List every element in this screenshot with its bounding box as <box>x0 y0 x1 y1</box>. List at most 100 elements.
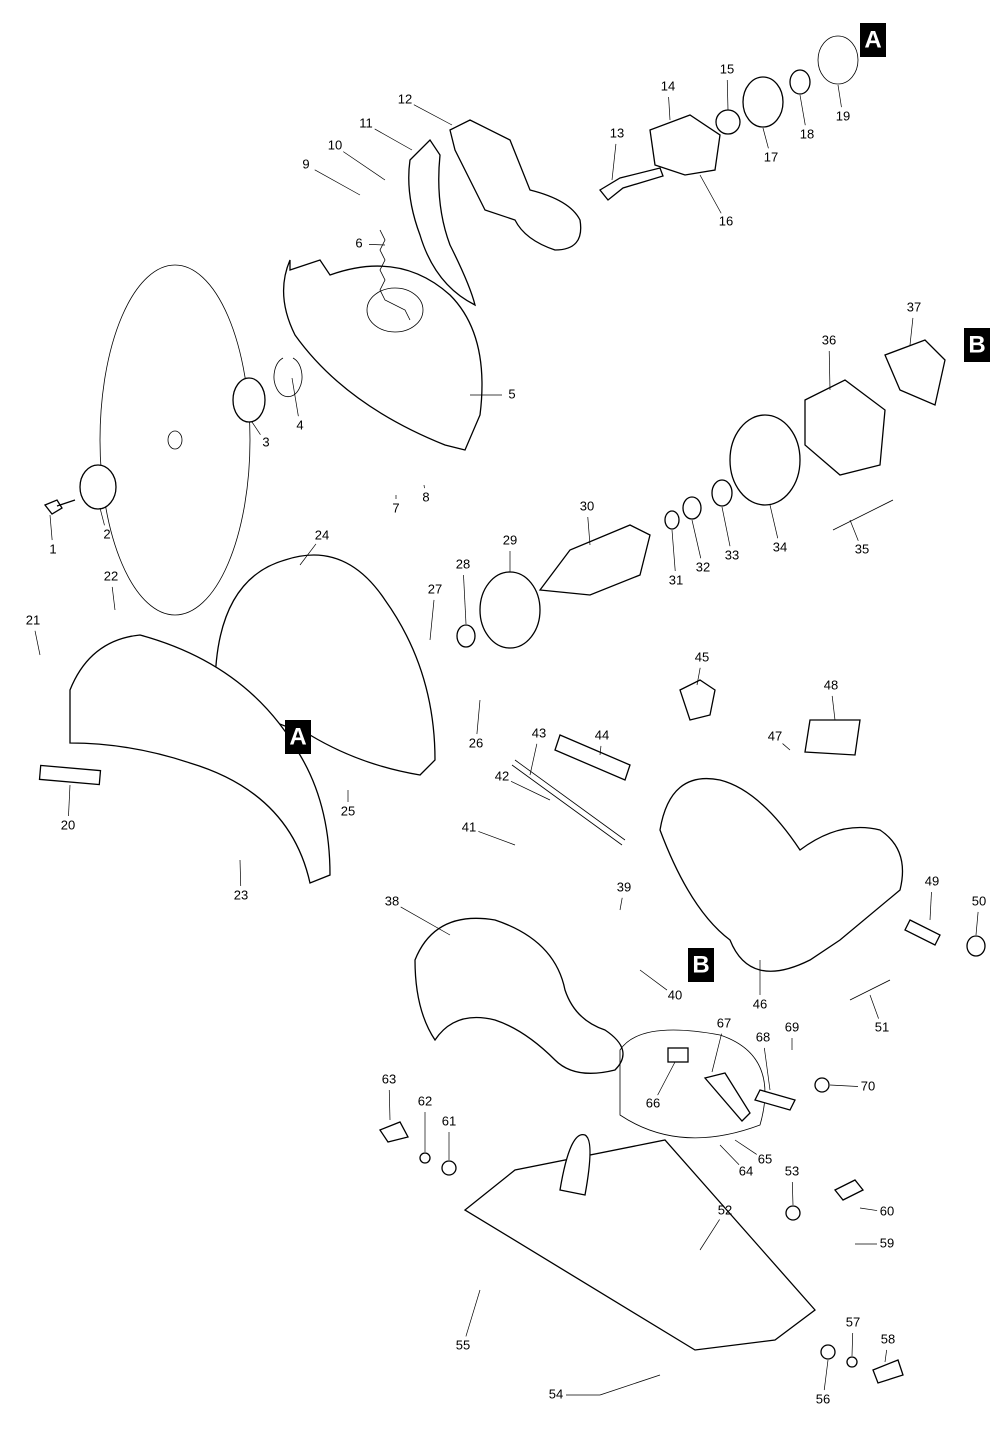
leader-line-31 <box>671 529 676 572</box>
part-label-25: 25 <box>341 803 355 818</box>
cover-hub <box>366 287 424 333</box>
bearing-33 <box>711 479 733 507</box>
leader-line-17 <box>762 127 769 149</box>
part-label-66: 66 <box>646 1095 660 1110</box>
part-label-10: 10 <box>328 137 342 152</box>
link-plate <box>449 119 582 251</box>
leader-line-39 <box>619 897 623 911</box>
callout-a: A <box>285 720 311 754</box>
leader-line-12 <box>413 104 453 126</box>
part-label-24: 24 <box>315 527 329 542</box>
washer-31 <box>664 510 680 530</box>
rod <box>511 759 626 846</box>
part-label-23: 23 <box>234 887 248 902</box>
knob-66 <box>667 1047 689 1063</box>
base <box>463 1139 816 1351</box>
part-label-59: 59 <box>880 1235 894 1250</box>
part-label-28: 28 <box>456 556 470 571</box>
part-label-60: 60 <box>880 1203 894 1218</box>
leader-line-58 <box>884 1349 887 1363</box>
callout-letter: A <box>864 27 881 54</box>
leader-line-66 <box>657 1061 676 1096</box>
leader-line-37 <box>909 317 914 346</box>
callout-box <box>688 948 714 982</box>
nut-53 <box>785 1205 801 1221</box>
leader-line-40 <box>639 969 668 991</box>
leader-line-65 <box>734 1139 757 1155</box>
blade-hole <box>167 430 183 450</box>
part-label-67: 67 <box>717 1015 731 1030</box>
part-label-57: 57 <box>846 1314 860 1329</box>
part-label-65: 65 <box>758 1151 772 1166</box>
leader-line-63 <box>388 1089 391 1121</box>
part-label-47: 47 <box>768 728 782 743</box>
leader-line-28 <box>463 574 467 625</box>
leader-line-38 <box>400 906 451 936</box>
leader-line-35 <box>849 519 859 541</box>
part-label-19: 19 <box>836 108 850 123</box>
leader-line-53 <box>791 1181 794 1206</box>
part-label-52: 52 <box>718 1202 732 1217</box>
callout-b: B <box>688 948 714 982</box>
leader-line-4 <box>291 377 299 417</box>
leader-line-11 <box>374 128 413 151</box>
part-label-14: 14 <box>661 78 675 93</box>
part-label-64: 64 <box>739 1163 753 1178</box>
leader-line-70 <box>829 1084 859 1087</box>
long-screw <box>832 499 894 531</box>
callout-letter: A <box>289 724 306 751</box>
part-label-55: 55 <box>456 1337 470 1352</box>
leader-line-9 <box>314 169 361 196</box>
leader-line-67 <box>711 1033 722 1073</box>
leader-line-34 <box>769 504 779 539</box>
armature <box>538 524 651 596</box>
part-label-61: 61 <box>442 1113 456 1128</box>
part-label-42: 42 <box>495 768 509 783</box>
part-label-36: 36 <box>822 332 836 347</box>
part-label-16: 16 <box>719 213 733 228</box>
bearing <box>789 69 811 95</box>
part-label-40: 40 <box>668 987 682 1002</box>
leader-line-26 <box>476 699 481 735</box>
leader-line-13 <box>611 143 617 181</box>
lever <box>408 138 476 307</box>
part-label-30: 30 <box>580 498 594 513</box>
part-label-20: 20 <box>61 817 75 832</box>
sleeve <box>715 109 741 135</box>
part-drawings <box>38 35 986 1396</box>
part-label-7: 7 <box>392 500 399 515</box>
part-label-8: 8 <box>422 489 429 504</box>
label-plate <box>38 764 102 786</box>
wing-bolt-63 <box>379 1121 409 1143</box>
bearing-box <box>649 114 721 176</box>
callout-letter: B <box>968 332 985 359</box>
part-label-2: 2 <box>103 526 110 541</box>
brush-holder <box>884 339 946 406</box>
part-label-13: 13 <box>610 125 624 140</box>
screw-51 <box>849 979 891 1001</box>
outer-flange <box>79 464 117 510</box>
handle <box>414 917 624 1074</box>
field <box>804 379 886 476</box>
part-label-58: 58 <box>881 1331 895 1346</box>
leader-line-47 <box>782 743 791 751</box>
part-label-22: 22 <box>104 568 118 583</box>
leader-line-64 <box>719 1144 740 1166</box>
part-label-68: 68 <box>756 1029 770 1044</box>
nameplate <box>804 719 861 756</box>
leader-lines <box>34 79 979 1396</box>
part-label-17: 17 <box>764 149 778 164</box>
nut-50 <box>966 935 986 957</box>
part-label-46: 46 <box>753 996 767 1011</box>
part-label-12: 12 <box>398 91 412 106</box>
part-label-69: 69 <box>785 1019 799 1034</box>
callout-box <box>285 720 311 754</box>
screw-54 <box>599 1374 661 1396</box>
callout-box <box>860 23 886 57</box>
part-label-50: 50 <box>972 893 986 908</box>
part-label-39: 39 <box>617 879 631 894</box>
bolt <box>43 499 76 515</box>
leader-line-27 <box>429 599 435 641</box>
lever-guide <box>559 1134 591 1196</box>
